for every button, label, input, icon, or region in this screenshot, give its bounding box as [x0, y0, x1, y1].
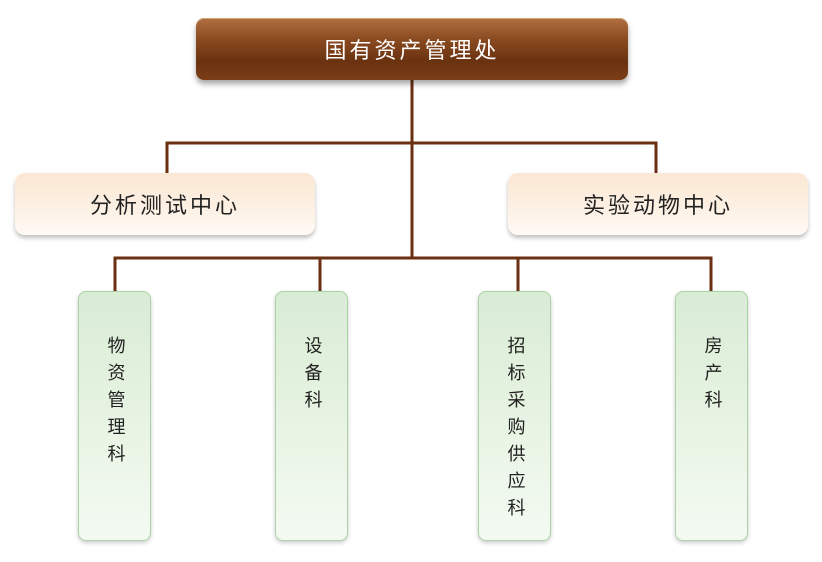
section-node-materials: 物资管理科 — [78, 291, 151, 541]
section-node-property: 房产科 — [675, 291, 748, 541]
center-branch-line — [165, 141, 658, 175]
center-node-laboratory-animal: 实验动物中心 — [508, 173, 808, 235]
center-node-analysis-testing: 分析测试中心 — [15, 173, 315, 235]
section-node-label: 房产科 — [701, 336, 723, 417]
section-node-label: 设备科 — [301, 336, 323, 417]
root-node-label: 国有资产管理处 — [324, 39, 500, 64]
root-node-asset-management: 国有资产管理处 — [196, 18, 628, 80]
center-node-label: 实验动物中心 — [582, 194, 733, 219]
section-branch-line — [113, 256, 713, 293]
section-node-equipment: 设备科 — [275, 291, 348, 541]
section-node-label: 招标采购供应科 — [504, 336, 526, 525]
section-node-procurement: 招标采购供应科 — [478, 291, 551, 541]
center-node-label: 分析测试中心 — [89, 194, 240, 219]
section-node-label: 物资管理科 — [104, 336, 126, 471]
